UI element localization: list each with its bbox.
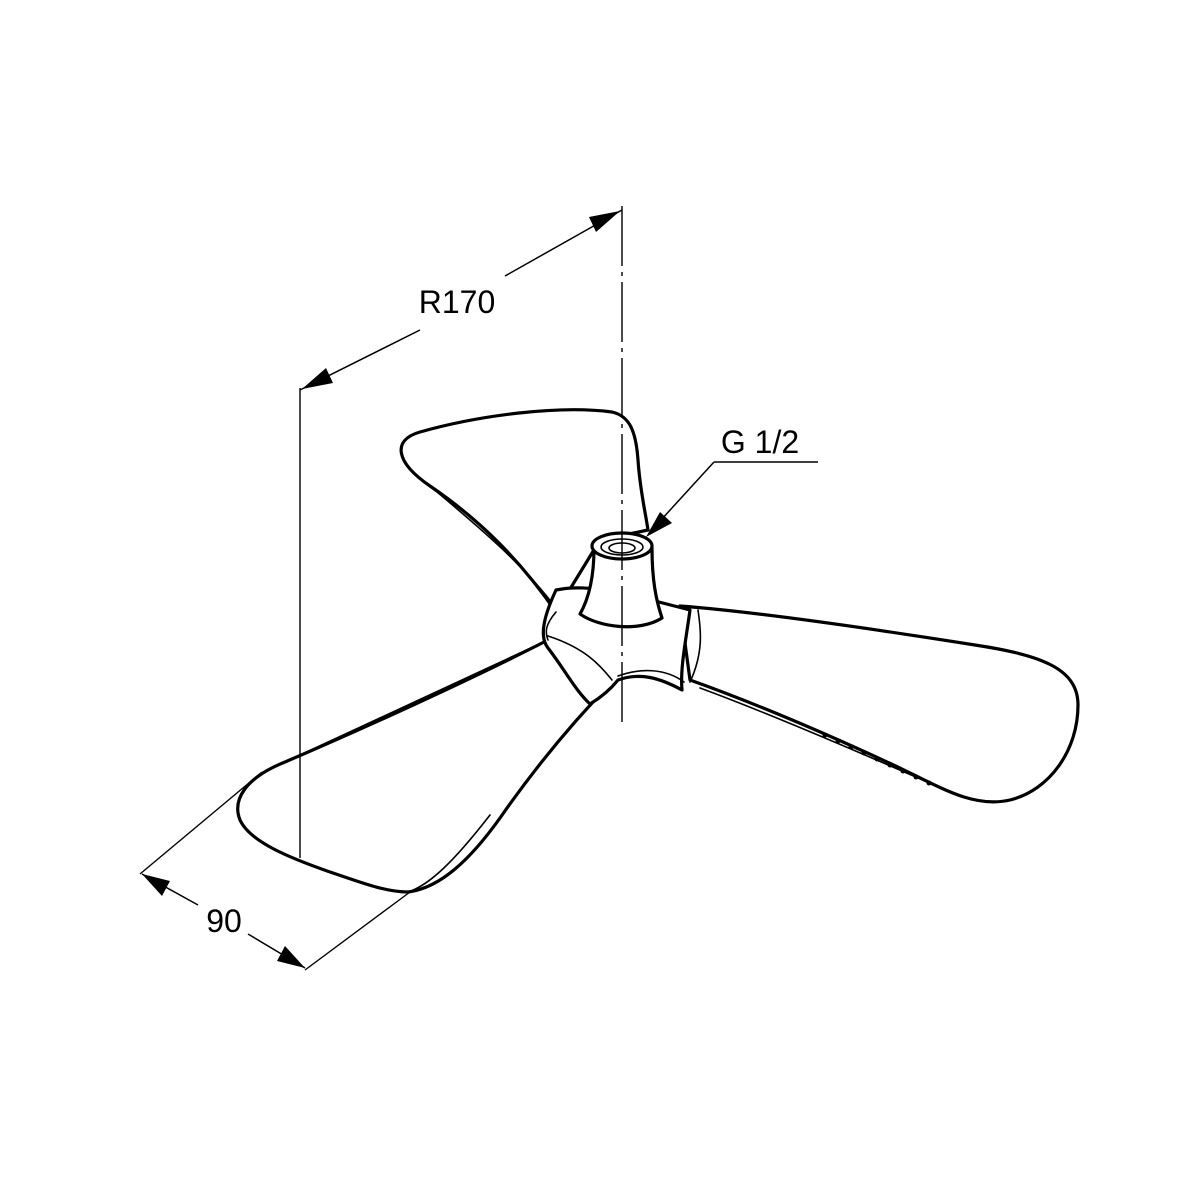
radius-arrow-right bbox=[589, 211, 620, 232]
width-dimension: 90 bbox=[139, 771, 411, 971]
width-label: 90 bbox=[206, 903, 242, 939]
back-blade bbox=[399, 408, 650, 614]
radius-arrow-left bbox=[302, 368, 333, 389]
thread-callout: G 1/2 bbox=[646, 424, 818, 537]
radius-label: R170 bbox=[419, 284, 496, 320]
radius-dimension: R170 bbox=[299, 209, 623, 858]
spray-nozzles bbox=[822, 732, 932, 786]
width-extension-line-right bbox=[304, 891, 411, 971]
thread-label: G 1/2 bbox=[721, 424, 799, 460]
width-extension-line-left bbox=[139, 771, 263, 875]
connection-stem bbox=[578, 531, 664, 629]
thread-leader-arrow bbox=[646, 512, 672, 537]
width-arrow-right bbox=[277, 946, 305, 968]
left-blade bbox=[236, 638, 614, 894]
width-arrow-left bbox=[142, 874, 170, 896]
right-blade bbox=[678, 604, 1080, 804]
